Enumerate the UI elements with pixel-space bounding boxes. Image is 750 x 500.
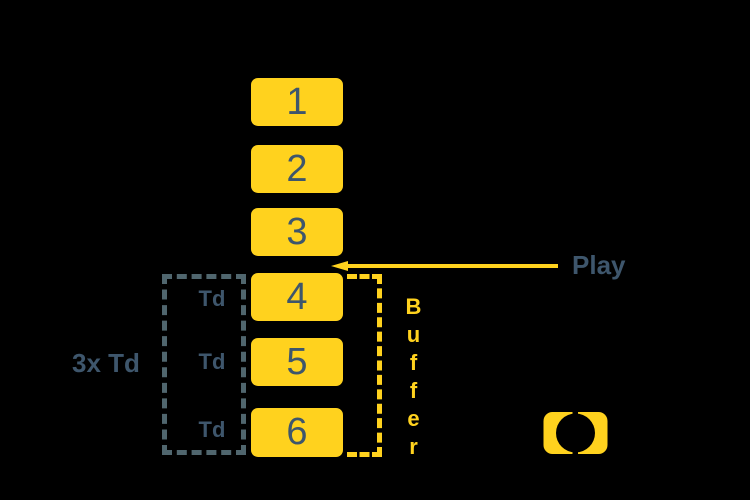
buffer-bracket — [347, 274, 382, 457]
play-arrow-head-icon — [331, 261, 348, 271]
segment-box-4: 4 — [251, 273, 343, 321]
td-label-1: Td — [198, 286, 226, 311]
segment-box-3: 3 — [251, 208, 343, 256]
td-group-outline — [162, 274, 246, 455]
video-brand-logo-icon — [543, 409, 608, 457]
td-label-2: Td — [198, 349, 226, 374]
segment-box-6: 6 — [251, 408, 343, 457]
play-arrow-line — [348, 264, 558, 268]
segment-box-1: 1 — [251, 78, 343, 126]
buffer-label: Buffer — [401, 294, 426, 462]
segment-box-2: 2 — [251, 145, 343, 193]
td-label-3: Td — [198, 417, 226, 442]
td-total-label: 3x Td — [72, 348, 140, 378]
play-label: Play — [572, 250, 626, 280]
segment-box-5: 5 — [251, 338, 343, 386]
